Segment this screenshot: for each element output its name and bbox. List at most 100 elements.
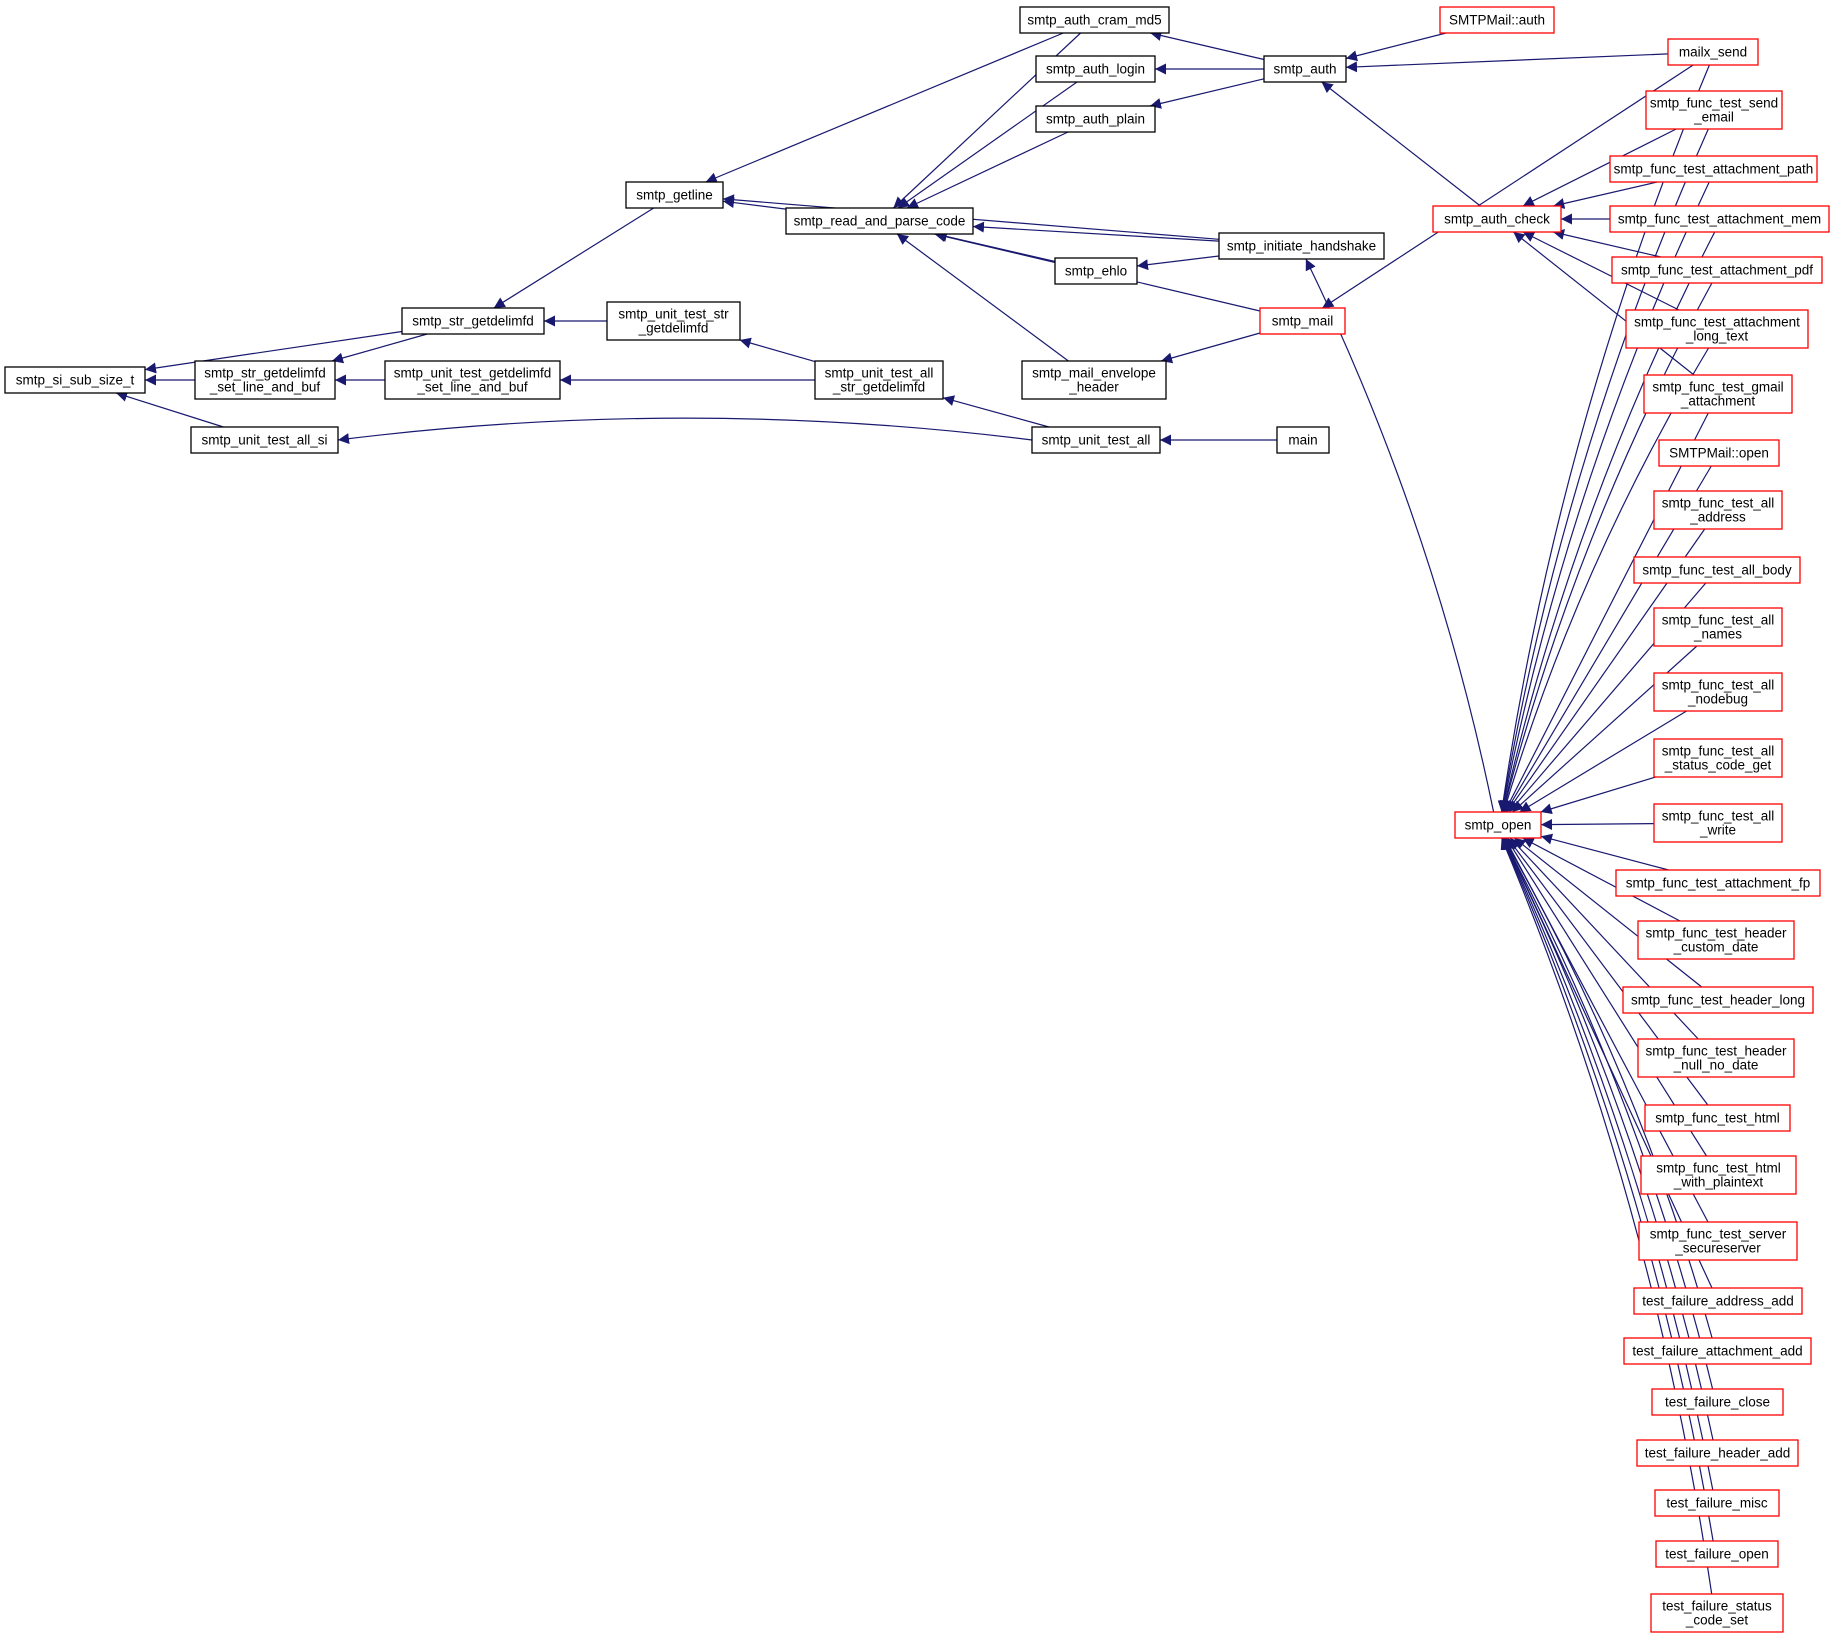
node-label: smtp_unit_test_getdelimfd xyxy=(394,366,552,381)
node-unit_test_all_str_getdelimfd[interactable]: smtp_unit_test_all_str_getdelimfd xyxy=(814,360,944,400)
node-unit_test_str_getdelimfd[interactable]: smtp_unit_test_str_getdelimfd xyxy=(606,301,741,341)
node-auth_login[interactable]: smtp_auth_login xyxy=(1035,55,1156,83)
node-box xyxy=(1609,155,1818,183)
node-ft_html_with_plaintext[interactable]: smtp_func_test_html_with_plaintext xyxy=(1640,1155,1797,1195)
node-ft_server_secureserver[interactable]: smtp_func_test_server_secureserver xyxy=(1638,1221,1798,1261)
node-label: SMTPMail::auth xyxy=(1449,13,1545,28)
node-auth_check[interactable]: smtp_auth_check xyxy=(1432,205,1562,233)
node-ft_send_email[interactable]: smtp_func_test_send_email xyxy=(1645,90,1783,130)
node-box xyxy=(1454,811,1542,839)
node-label: smtp_func_test_header xyxy=(1645,926,1787,941)
edge-ft_send_email-to-auth_check xyxy=(1522,128,1677,207)
node-ft_all_nodebug[interactable]: smtp_func_test_all_nodebug xyxy=(1653,672,1783,712)
node-label: smtp_func_test_attachment_fp xyxy=(1626,876,1811,891)
node-ft_attachment_mem[interactable]: smtp_func_test_attachment_mem xyxy=(1609,205,1830,233)
node-label: smtp_func_test_header xyxy=(1645,1044,1787,1059)
node-label: _email xyxy=(1693,110,1734,125)
node-auth_cram_md5[interactable]: smtp_auth_cram_md5 xyxy=(1019,6,1170,34)
node-label: smtp_func_test_all_body xyxy=(1642,563,1792,578)
node-box xyxy=(1263,55,1347,83)
node-box xyxy=(1259,307,1346,335)
node-label: _code_set xyxy=(1685,1613,1749,1628)
node-getline[interactable]: smtp_getline xyxy=(625,181,724,209)
edge-ft_gmail_attachment-to-auth_check xyxy=(1513,231,1695,376)
node-label: test_failure_misc xyxy=(1666,1496,1768,1511)
edge-getline-to-str_getdelimfd xyxy=(493,207,655,309)
node-label: smtp_func_test_header_long xyxy=(1631,993,1805,1008)
node-mail_envelope_header[interactable]: smtp_mail_envelope_header xyxy=(1021,360,1167,400)
node-tf_close[interactable]: test_failure_close xyxy=(1651,1388,1784,1416)
node-label: test_failure_status xyxy=(1662,1599,1772,1614)
node-ft_attachment_pdf[interactable]: smtp_func_test_attachment_pdf xyxy=(1611,256,1823,284)
node-auth[interactable]: smtp_auth xyxy=(1263,55,1347,83)
node-tf_header_add[interactable]: test_failure_header_add xyxy=(1636,1439,1799,1467)
node-label: smtp_auth_cram_md5 xyxy=(1027,13,1161,28)
node-label: SMTPMail::open xyxy=(1669,446,1769,461)
node-initiate_handshake[interactable]: smtp_initiate_handshake xyxy=(1218,232,1385,260)
node-tf_misc[interactable]: test_failure_misc xyxy=(1654,1489,1780,1517)
node-label: mailx_send xyxy=(1679,45,1747,60)
node-ft_gmail_attachment[interactable]: smtp_func_test_gmail_attachment xyxy=(1643,374,1793,414)
node-tf_address_add[interactable]: test_failure_address_add xyxy=(1633,1287,1803,1315)
edge-unit_test_all-to-unit_test_all_si xyxy=(337,417,1033,445)
node-label: _long_text xyxy=(1685,329,1749,344)
node-ft_attachment_fp[interactable]: smtp_func_test_attachment_fp xyxy=(1615,869,1821,897)
node-ft_header_custom_date[interactable]: smtp_func_test_header_custom_date xyxy=(1637,920,1795,960)
node-si_sub[interactable]: smtp_si_sub_size_t xyxy=(4,366,146,394)
edge-auth_login-to-read_and_parse_code xyxy=(897,81,1078,209)
node-tf_status_code_set[interactable]: test_failure_status_code_set xyxy=(1650,1593,1784,1633)
edge-ft_all_names-to-open xyxy=(1511,645,1698,813)
node-tf_open[interactable]: test_failure_open xyxy=(1655,1540,1779,1568)
node-label: test_failure_address_add xyxy=(1642,1294,1794,1309)
node-ft_all_address[interactable]: smtp_func_test_all_address xyxy=(1653,490,1783,530)
node-label: _getdelimfd xyxy=(638,321,709,336)
node-open[interactable]: smtp_open xyxy=(1454,811,1542,839)
node-label: smtp_func_test_all xyxy=(1662,809,1775,824)
node-ft_attachment_path[interactable]: smtp_func_test_attachment_path xyxy=(1609,155,1818,183)
node-label: test_failure_attachment_add xyxy=(1632,1344,1802,1359)
node-label: smtp_ehlo xyxy=(1065,264,1127,279)
node-ft_header_long[interactable]: smtp_func_test_header_long xyxy=(1622,986,1814,1014)
node-str_getdelimfd[interactable]: smtp_str_getdelimfd xyxy=(401,307,545,335)
edge-unit_test_all-to-unit_test_all_str_getdelimfd xyxy=(942,395,1050,428)
node-unit_test_all[interactable]: smtp_unit_test_all xyxy=(1031,426,1161,454)
node-mail[interactable]: smtp_mail xyxy=(1259,307,1346,335)
node-box xyxy=(606,301,741,341)
node-mailx_send[interactable]: mailx_send xyxy=(1667,38,1759,66)
node-label: test_failure_open xyxy=(1665,1547,1769,1562)
node-ft_header_null_no_date[interactable]: smtp_func_test_header_null_no_date xyxy=(1637,1038,1795,1078)
node-ehlo[interactable]: smtp_ehlo xyxy=(1054,257,1138,285)
node-smtpmail_auth[interactable]: SMTPMail::auth xyxy=(1439,6,1555,34)
edge-mail_envelope_header-to-read_and_parse_code xyxy=(896,233,1069,362)
node-box xyxy=(1633,556,1801,584)
edge-ft_all_nodebug-to-open xyxy=(1519,710,1687,813)
node-ft_all_write[interactable]: smtp_func_test_all_write xyxy=(1653,803,1783,843)
node-main[interactable]: main xyxy=(1276,426,1330,454)
edge-auth_check-to-auth xyxy=(1321,81,1481,207)
node-auth_plain[interactable]: smtp_auth_plain xyxy=(1035,105,1156,133)
node-smtpmail_open[interactable]: SMTPMail::open xyxy=(1658,439,1780,467)
node-unit_test_all_si[interactable]: smtp_unit_test_all_si xyxy=(190,426,339,454)
node-box xyxy=(1650,1593,1784,1633)
node-label: smtp_unit_test_str xyxy=(618,307,729,322)
node-ft_all_names[interactable]: smtp_func_test_all_names xyxy=(1653,607,1783,647)
node-read_and_parse_code[interactable]: smtp_read_and_parse_code xyxy=(785,207,974,235)
node-ft_all_status_code_get[interactable]: smtp_func_test_all_status_code_get xyxy=(1653,738,1783,778)
node-tf_attachment_add[interactable]: test_failure_attachment_add xyxy=(1623,1337,1812,1365)
edge-auth-to-auth_plain xyxy=(1149,78,1265,109)
node-label: smtp_auth xyxy=(1273,62,1336,77)
node-ft_html[interactable]: smtp_func_test_html xyxy=(1644,1104,1791,1132)
edge-ft_gmail_attachment-to-open xyxy=(1504,412,1709,813)
node-label: _secureserver xyxy=(1674,1241,1761,1256)
node-box xyxy=(1622,986,1814,1014)
node-unit_test_getdelimfd_set[interactable]: smtp_unit_test_getdelimfd_set_line_and_b… xyxy=(384,360,561,400)
node-ft_all_body[interactable]: smtp_func_test_all_body xyxy=(1633,556,1801,584)
node-box xyxy=(1035,55,1156,83)
node-box xyxy=(1658,439,1780,467)
node-label: smtp_func_test_all xyxy=(1662,678,1775,693)
node-label: smtp_func_test_attachment xyxy=(1634,315,1800,330)
node-str_getdelimfd_set[interactable]: smtp_str_getdelimfd_set_line_and_buf xyxy=(194,360,336,400)
node-box xyxy=(1651,1388,1784,1416)
node-ft_attachment_long_text[interactable]: smtp_func_test_attachment_long_text xyxy=(1625,309,1809,349)
